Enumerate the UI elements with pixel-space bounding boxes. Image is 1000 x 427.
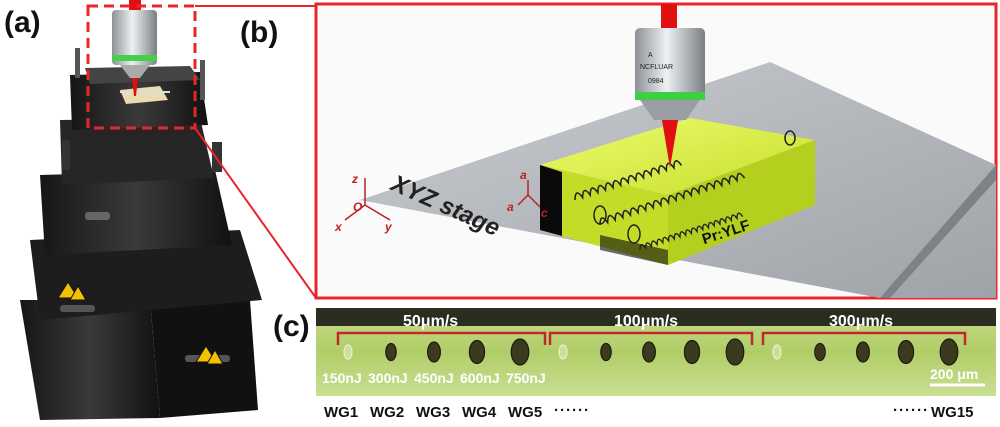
axis-z-label: z	[352, 172, 358, 186]
waveguide-mark-2	[385, 342, 397, 362]
speed-label-2: 100μm/s	[614, 313, 679, 330]
crystal-axis-c: c	[541, 206, 548, 220]
waveguide-mark-11	[772, 344, 782, 360]
objective-text-1: A	[648, 52, 653, 59]
waveguide-mark-4	[468, 339, 486, 365]
waveguide-mark-9	[683, 339, 701, 365]
waveguide-mark-8	[641, 341, 656, 363]
waveguide-mark-5	[510, 338, 530, 366]
waveguide-mark-7	[600, 342, 612, 362]
axis-x-label: x	[335, 220, 342, 234]
waveguide-mark-15	[939, 338, 959, 366]
waveguide-mark-3	[427, 341, 442, 363]
energy-label-1: 150nJ	[322, 370, 362, 386]
waveguide-mark-6	[558, 344, 568, 360]
speed-label-1: 50μm/s	[403, 313, 459, 330]
waveguide-label-3: WG3	[416, 404, 451, 421]
waveguide-label-15: WG15	[931, 404, 974, 421]
callout-dashed-box	[86, 4, 197, 130]
waveguide-mark-13	[855, 341, 870, 363]
waveguide-label-1: WG1	[324, 404, 359, 421]
objective-lens-small	[112, 0, 157, 96]
waveguide-mark-1	[343, 344, 353, 360]
objective-text-2: NCFLUAR	[640, 64, 674, 71]
crystal-axis-a1: a	[520, 168, 527, 182]
stage-assembly	[20, 48, 262, 420]
waveguide-mark-12	[814, 342, 826, 362]
stage-axes-triad	[344, 178, 391, 221]
energy-label-2: 300nJ	[368, 370, 408, 386]
ellipsis-left: ······	[554, 402, 590, 419]
scale-bar-label: 200 μm	[930, 366, 979, 382]
energy-label-3: 450nJ	[414, 370, 454, 386]
panel-label-b: (b)	[240, 16, 279, 49]
speed-brackets	[336, 331, 967, 345]
axis-y-label: y	[385, 220, 392, 234]
waveguide-mark-10	[725, 338, 745, 366]
speed-label-3: 300μm/s	[829, 313, 894, 330]
panel-label-a: (a)	[4, 6, 41, 39]
objective-text-3: 0984	[648, 78, 664, 85]
energy-label-5: 750nJ	[506, 370, 546, 386]
waveguide-mark-14	[897, 339, 915, 365]
panel-label-c: (c)	[273, 310, 310, 343]
axis-origin-label: O	[353, 200, 363, 214]
waveguide-cross-sections	[343, 338, 959, 366]
waveguide-label-4: WG4	[462, 404, 497, 421]
callout-line-bottom	[194, 127, 317, 299]
waveguide-label-2: WG2	[370, 404, 405, 421]
crystal-axis-a2: a	[507, 200, 514, 214]
waveguide-label-5: WG5	[508, 404, 543, 421]
micro-dark-top	[316, 308, 996, 326]
objective-lens-large	[635, 4, 705, 168]
ellipsis-right: ······	[893, 402, 929, 419]
crystal-axes-triad	[517, 180, 541, 208]
energy-label-4: 600nJ	[460, 370, 500, 386]
pr-ylf-crystal	[540, 118, 815, 265]
